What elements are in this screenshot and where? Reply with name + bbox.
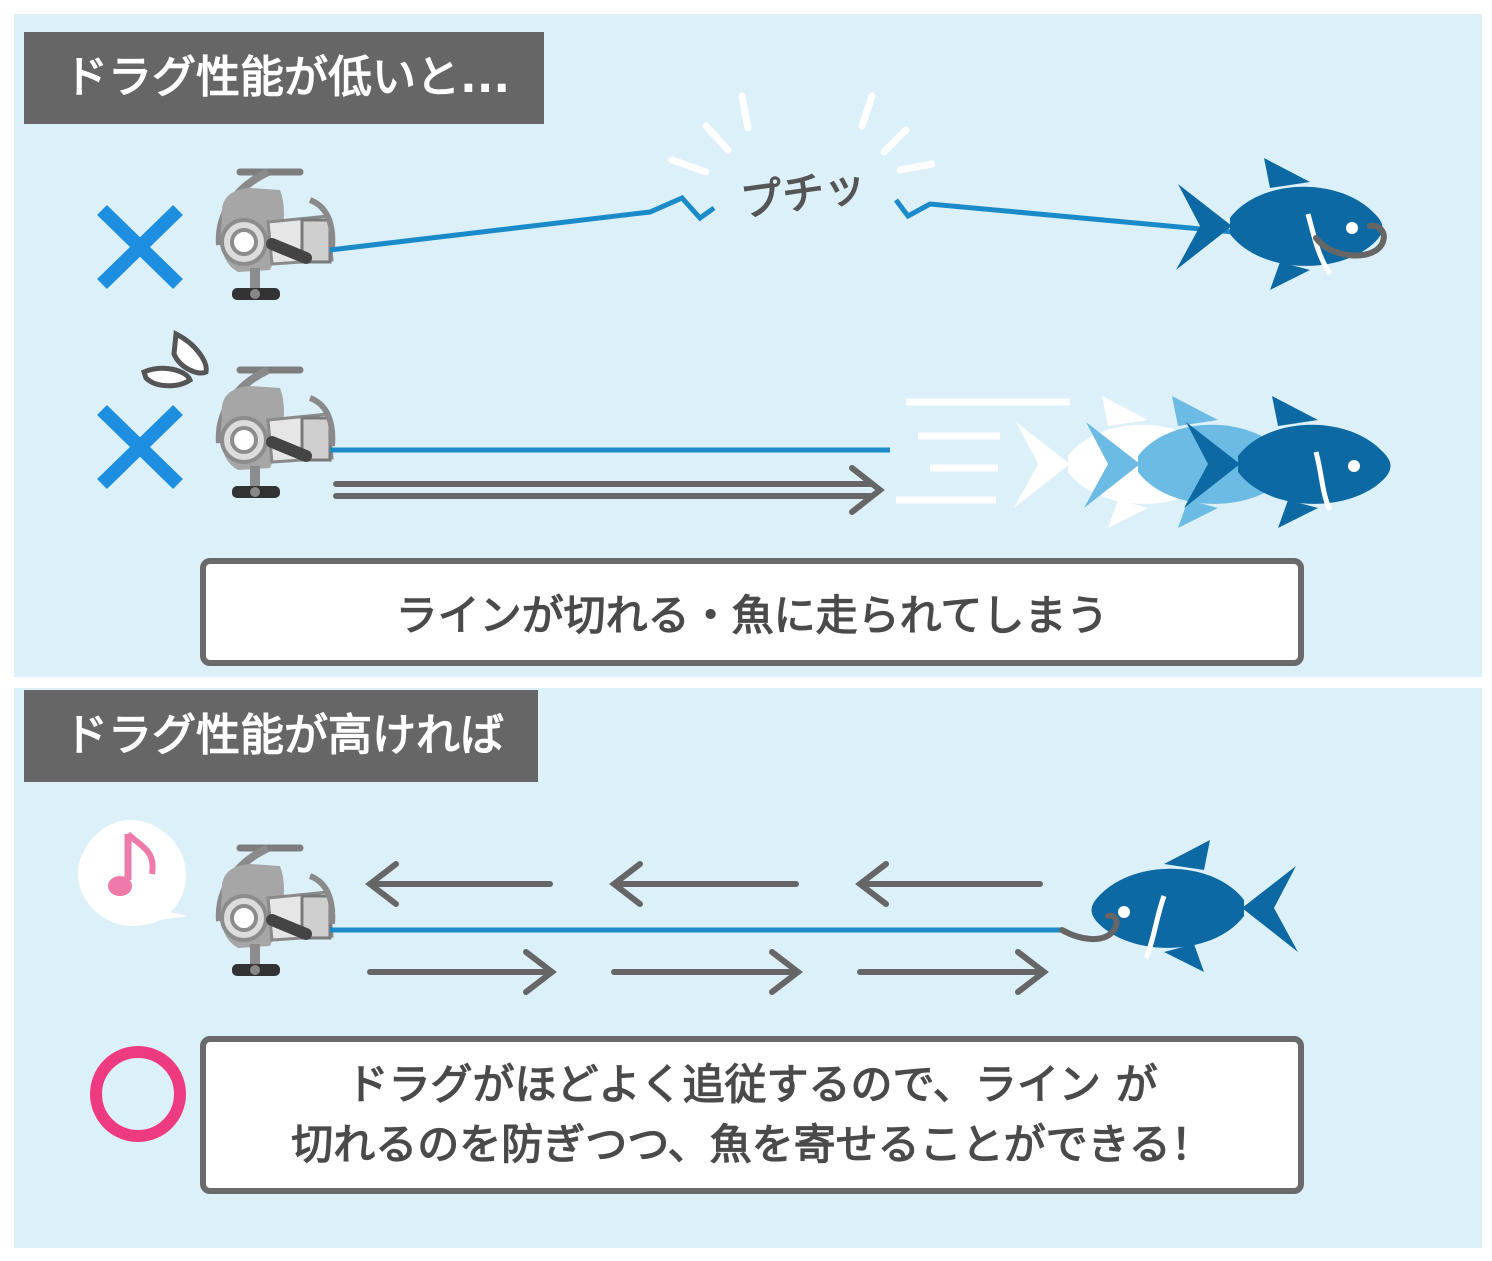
arrow-icon bbox=[333, 465, 885, 515]
result-box-bad: ラインが切れる・魚に走られてしまう bbox=[200, 558, 1304, 666]
fish-eye-mouth bbox=[1305, 213, 1387, 276]
sweat-drop-icon bbox=[140, 330, 209, 389]
reel-icon bbox=[220, 172, 333, 300]
cross-icon bbox=[97, 404, 183, 490]
music-note-icon bbox=[78, 820, 188, 926]
fishing-line bbox=[894, 198, 1321, 243]
circle-icon bbox=[90, 1046, 186, 1142]
fish-eye-mouth bbox=[1313, 451, 1360, 512]
fishing-line bbox=[329, 194, 716, 253]
result-box-good: ドラグがほどよく追従するので、ライン が 切れるのを防ぎつつ、魚を寄せることがで… bbox=[200, 1036, 1304, 1194]
arrow-icon bbox=[365, 861, 1049, 995]
fish-icon bbox=[1091, 840, 1298, 972]
result-text-bad: ラインが切れる・魚に走られてしまう bbox=[395, 590, 1109, 640]
reel-icon bbox=[220, 370, 333, 498]
section-heading-low: ドラグ性能が低いと... bbox=[24, 32, 545, 124]
snap-burst-lines bbox=[668, 92, 936, 176]
result-text-good-line2: 切れるのを防ぎつつ、魚を寄せることができる！ bbox=[291, 1120, 1213, 1169]
reel-icon bbox=[220, 848, 333, 976]
fish-eye-mouth bbox=[1059, 895, 1167, 960]
result-text-good-line1: ドラグがほどよく追従するので、ライン が bbox=[346, 1060, 1158, 1109]
section-heading-high: ドラグ性能が高ければ bbox=[24, 690, 538, 782]
cross-icon bbox=[97, 204, 183, 290]
speed-lines bbox=[896, 398, 1070, 504]
